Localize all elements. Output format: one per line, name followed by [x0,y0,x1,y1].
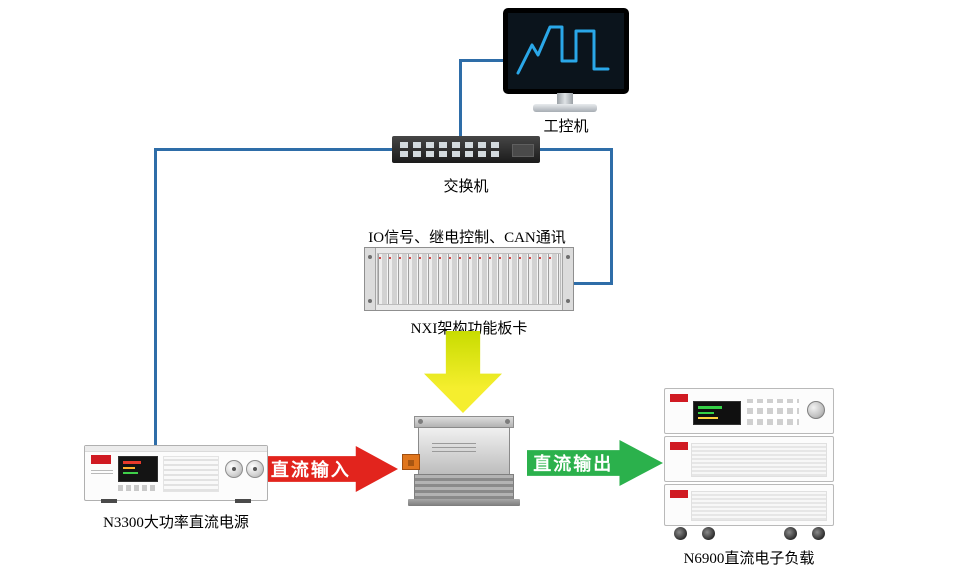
psu-display-segment [123,472,138,474]
psu-output-socket [246,460,264,478]
psu-socket-pin [253,467,257,471]
psu-display-segment [123,467,135,469]
dut-base-plate [408,499,520,506]
psu-buttons [118,485,156,491]
network-switch-image [392,136,540,163]
load-brand-logo [670,490,688,498]
dc-input-arrow-label: 直流输入 [270,460,351,480]
load-unit-top [664,388,834,434]
switch-port-row [400,151,504,157]
industrial-pc-image [503,8,629,94]
load-brand-logo [670,442,688,450]
nxi-rack-label: NXI架构功能板卡 [410,321,528,337]
psu-front-text [91,468,113,474]
electronic-load-label: N6900直流电子负载 [683,551,815,567]
psu-socket-pin [232,467,236,471]
dc-output-arrow: 直流输出 [527,440,663,486]
psu-foot [235,499,251,503]
waveform-icon [516,25,610,75]
dc-input-arrow: 直流输入 [266,446,398,492]
power-supply-image [84,445,268,503]
line-switch-to-psu-horizontal [154,148,394,151]
dut-orange-connector [402,454,420,470]
electronic-load-image [664,388,834,544]
load-caster-wheel [812,527,825,540]
rack-screw-hole [368,299,372,303]
load-knob [807,401,825,419]
rack-screw-hole [368,255,372,259]
dut-bolt [418,419,423,424]
dut-label-plate [432,440,476,452]
switch-port-row [400,142,504,148]
load-display-segment [698,406,722,409]
industrial-pc-label: 工控机 [543,119,589,135]
dut-cooling-fins [414,474,514,500]
load-caster-wheel [784,527,797,540]
rack-card-slots [377,253,561,305]
load-vent-grill [691,491,827,521]
load-unit-middle [664,436,834,482]
rack-caption: IO信号、继电控制、CAN通讯 [368,230,566,246]
monitor-screen [508,13,624,89]
dut-converter-image [402,416,528,512]
psu-vents [163,456,219,492]
dc-output-arrow-label: 直流输出 [533,454,614,474]
rack-led-row [379,257,559,259]
power-supply-label: N3300大功率直流电源 [103,515,249,531]
line-pc-to-switch-horizontal [459,59,507,62]
load-caster-wheel [674,527,687,540]
load-vent-grill [691,443,827,477]
line-switch-to-rack-vertical [610,148,613,285]
line-switch-to-rack-horizontal [538,148,613,151]
line-rack-connector [572,282,613,285]
monitor-base [533,104,597,112]
line-pc-to-switch-vertical [459,59,462,138]
dut-bolt [505,419,510,424]
load-display [693,401,741,425]
monitor-stand [557,93,573,105]
load-brand-logo [670,394,688,402]
network-switch-label: 交换机 [443,179,489,195]
switch-panel [512,144,534,157]
psu-brand-logo [91,455,111,464]
rack-screw-hole [566,255,570,259]
line-switch-to-psu-vertical [154,148,157,451]
rack-mounting-ear [562,248,573,310]
rack-screw-hole [566,299,570,303]
psu-display [118,456,158,482]
psu-top-strip [85,446,267,452]
psu-foot [101,499,117,503]
control-arrow-down [424,331,502,413]
psu-output-socket [225,460,243,478]
load-button-grid [747,399,799,425]
nxi-rack-image [364,247,574,311]
load-caster-wheel [702,527,715,540]
load-unit-bottom [664,484,834,526]
dut-connector-pin [408,460,414,466]
psu-display-segment [123,461,141,464]
load-display-segment [698,417,718,419]
load-display-segment [698,412,714,414]
rack-mounting-ear [365,248,376,310]
